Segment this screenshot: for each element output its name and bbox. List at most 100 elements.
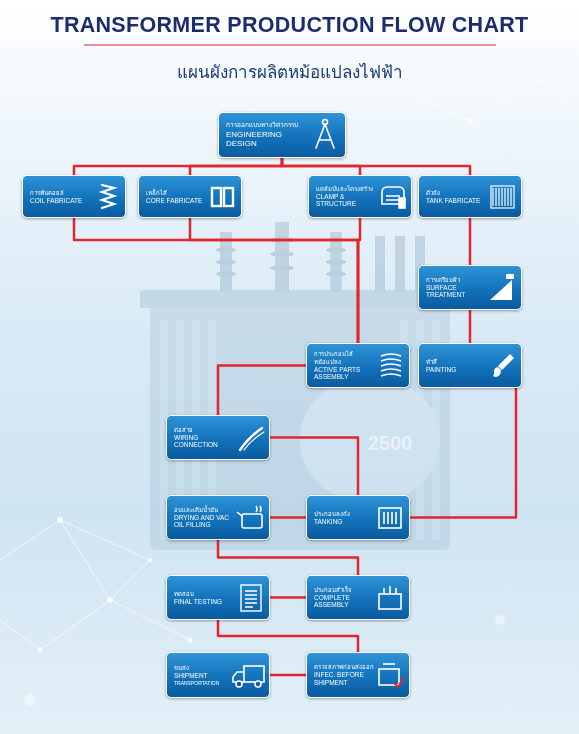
process-box: ทดสอบFINAL TESTING (166, 575, 270, 620)
decor-circle (148, 558, 152, 562)
decor-g (216, 237, 346, 277)
decor-rect (395, 236, 405, 292)
network-dots (24, 78, 542, 706)
clipboard-icon (241, 585, 261, 611)
decor-path (400, 80, 579, 120)
decor-rect (491, 186, 514, 208)
flow-connector (270, 674, 306, 677)
coil-stack-icon (381, 354, 401, 376)
decor-path (384, 512, 396, 524)
decor-path (240, 428, 262, 450)
thai-label: ตรวจสภาพก่อนส่งออก (314, 663, 378, 671)
decor-circle (188, 638, 193, 643)
flow-connector (282, 158, 470, 175)
thai-label: ขนส่ง (174, 664, 238, 672)
decor-circle (255, 681, 261, 687)
decor-rect (140, 290, 460, 308)
decor-rect (379, 669, 399, 685)
english-label: DRYING AND VAC OIL FILLING (174, 514, 238, 530)
decor-rect (242, 514, 262, 528)
decor-rect (244, 666, 264, 682)
title-underline (84, 45, 496, 46)
english-label: TANKING (314, 518, 378, 526)
process-box: เหล็กไส้CORE FABRICATE (138, 175, 242, 218)
thai-label: ทดสอบ (174, 590, 238, 598)
process-box: ประกอบสำเร็จCOMPLETE ASSEMBLY (306, 575, 410, 620)
flow-connector (218, 620, 358, 652)
decor-ellipse (326, 259, 346, 265)
decor-path (382, 187, 404, 204)
english-label: ENGINEERING DESIGN (226, 130, 308, 149)
flow-connector (74, 218, 358, 343)
process-box: ทำสีPAINTING (418, 343, 522, 388)
decor-rect (379, 508, 401, 528)
spray-icon (490, 274, 514, 300)
process-box: ประกอบลงถังTANKING (306, 495, 410, 540)
decor-ellipse (216, 259, 236, 265)
clamp-icon (382, 187, 405, 208)
thai-label: ต่อสาย (174, 426, 238, 434)
decor-g (160, 320, 440, 540)
decor-circle (468, 118, 473, 123)
flow-connector (358, 218, 360, 343)
english-label: COMPLETE ASSEMBLY (314, 594, 378, 610)
thai-label: อบและเติมน้ำมัน (174, 506, 238, 514)
network-decoration (0, 80, 579, 650)
process-box: ตัวถังTANK FABRICATE (418, 175, 522, 218)
flow-connector (270, 596, 306, 599)
decor-rect (379, 594, 401, 609)
english-label: PAINTING (426, 366, 490, 374)
english-label: COIL FABRICATE (30, 197, 94, 205)
start-box: การออกแบบทางวิศวกรรมENGINEERING DESIGN (218, 112, 346, 158)
english-label: SHIPMENT (174, 672, 238, 680)
english-label: ACTIVE PARTS ASSEMBLY (314, 366, 378, 382)
chart-title: TRANSFORMER PRODUCTION FLOW CHART (0, 13, 579, 38)
thai-label: การออกแบบทางวิศวกรรม (226, 121, 308, 129)
thai-label: ทำสี (426, 358, 490, 366)
compass-icon (316, 120, 334, 149)
flow-connector (469, 218, 472, 265)
sub-label: TRANSPORTATION (174, 680, 238, 686)
cable-icon (240, 428, 264, 450)
tank-icon (491, 186, 514, 208)
flow-connector (218, 366, 306, 416)
decor-circle (323, 120, 328, 125)
decor-circle (24, 694, 36, 706)
decor-rect (241, 585, 261, 611)
core-icon (212, 188, 233, 206)
english-label: WIRING CONNECTION (174, 434, 238, 450)
decor-path (233, 672, 244, 682)
process-box: ขนส่งSHIPMENTTRANSPORTATION (166, 652, 270, 698)
decor-rect (506, 274, 514, 279)
flow-connector (270, 438, 358, 496)
decor-path (237, 506, 261, 516)
decor-path (381, 354, 401, 376)
decor-circle (495, 615, 505, 625)
decor-path (493, 188, 511, 206)
english-label: CLAMP & STRUCTURE (316, 193, 380, 209)
decor-path (245, 591, 257, 607)
decor-rect (375, 236, 385, 292)
complete-transformer-icon (379, 586, 401, 609)
thai-label: แคล้มป์และโครงสร้าง (316, 185, 380, 193)
decor-circle (538, 78, 542, 82)
coil-icon (102, 185, 114, 208)
decor-ellipse (216, 271, 236, 277)
decor-rect (150, 300, 450, 550)
tanking-icon (379, 508, 401, 528)
english-label: INFEC. BEFORE SHIPMENT (314, 671, 378, 687)
transformer-illustration (140, 222, 460, 550)
english-label: SURFACE TREATMENT (426, 284, 490, 300)
decor-path (493, 367, 501, 377)
decor-ellipse (326, 271, 346, 277)
brush-icon (493, 354, 514, 377)
oil-can-icon (237, 506, 262, 528)
decor-line (84, 44, 496, 45)
flow-connector (74, 158, 282, 175)
decor-circle (57, 517, 63, 523)
thai-label: ตัวถัง (426, 189, 490, 197)
process-box: การประกอบไส้หม้อแปลงACTIVE PARTS ASSEMBL… (306, 343, 410, 388)
decor-path (0, 520, 110, 650)
